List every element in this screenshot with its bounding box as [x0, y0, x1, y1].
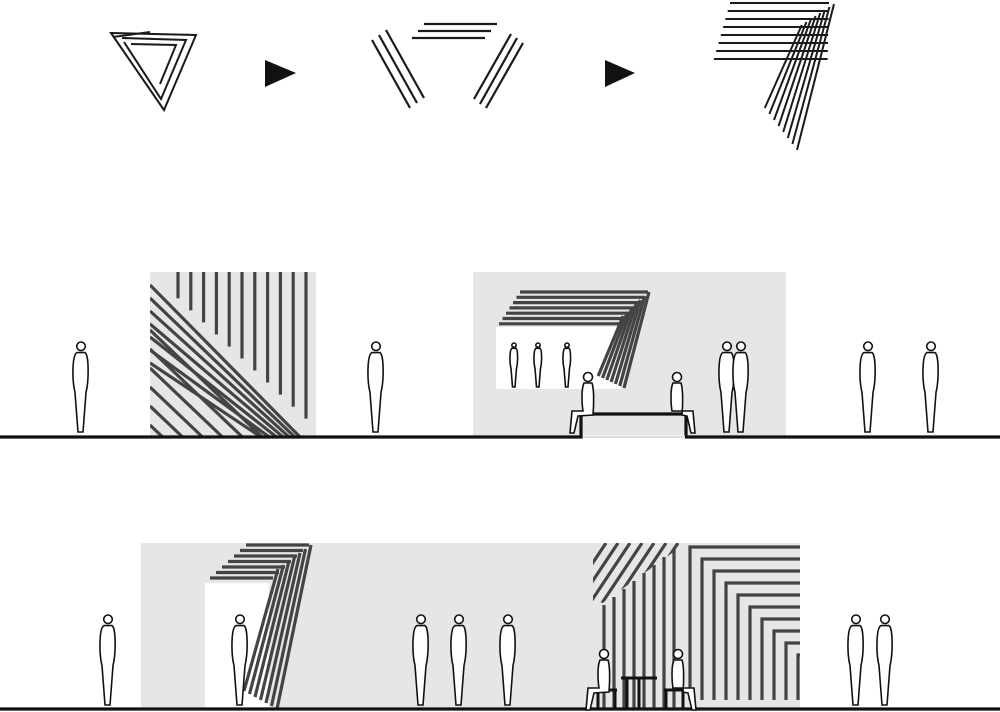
stripe — [150, 283, 302, 437]
panel-diagonal-stripes — [150, 272, 308, 437]
arrow-right-icon — [265, 60, 296, 87]
pavilion-wall-stripes — [596, 291, 651, 389]
person-figure — [859, 341, 876, 433]
stripe — [618, 295, 647, 387]
person-figure — [499, 614, 516, 706]
stripe — [150, 335, 291, 437]
person-figure — [367, 341, 384, 433]
concept-stage-extruded — [713, 2, 835, 151]
corner-stripe — [736, 593, 800, 700]
stripe — [791, 6, 831, 145]
stool-right — [664, 688, 685, 709]
corner-stripe — [700, 557, 800, 700]
stripe — [782, 12, 822, 133]
elevation-2 — [0, 543, 1000, 711]
person-figure — [509, 342, 519, 388]
stripe — [622, 291, 651, 389]
person-figure — [922, 341, 939, 433]
bench-platform — [0, 412, 1000, 439]
stripe — [763, 24, 803, 109]
corner-stripe — [784, 641, 800, 700]
stripe — [773, 18, 812, 121]
corner-stripe — [724, 581, 800, 700]
person-figure — [99, 614, 116, 706]
stripe — [593, 543, 608, 604]
stripe — [242, 568, 280, 692]
stripe — [609, 303, 638, 383]
stripe — [269, 548, 308, 707]
stripe — [247, 564, 286, 695]
stripe — [150, 423, 164, 437]
stripe — [605, 307, 634, 381]
person-figure — [72, 341, 89, 433]
person-figure — [533, 342, 543, 388]
arrow-right-icon — [605, 60, 635, 87]
stripe — [786, 9, 826, 139]
seated-person-figure — [670, 371, 696, 434]
stripe — [777, 15, 817, 127]
stripe — [150, 347, 244, 437]
stripe — [150, 296, 299, 437]
seated-person-figure — [569, 371, 595, 434]
stripe — [150, 328, 264, 437]
stripe — [596, 315, 625, 377]
stripe — [275, 544, 313, 710]
person-figure — [718, 341, 735, 433]
stripe — [796, 3, 835, 151]
doorway-wall-stripes — [242, 544, 313, 710]
corner-stripe — [712, 569, 800, 700]
concept-stage-triangle — [109, 31, 198, 113]
seated-person-figure — [585, 648, 611, 711]
stripe — [150, 361, 286, 437]
cafe-table — [621, 676, 657, 709]
stripe — [593, 543, 620, 604]
pavilion-roof-stripes — [499, 290, 648, 326]
stripe — [253, 560, 291, 698]
corner-stripe — [796, 653, 800, 700]
feature-wall-corners — [688, 545, 800, 700]
stripe — [601, 311, 629, 379]
stripe — [264, 552, 302, 704]
stripe — [150, 404, 184, 437]
person-figure — [876, 614, 893, 706]
stripe — [768, 21, 808, 115]
corner-stripe — [760, 617, 800, 700]
stripe — [150, 348, 288, 437]
stripe — [258, 556, 297, 701]
stripe — [150, 322, 294, 437]
corner-stripe — [748, 605, 800, 700]
doorway-roof-stripes — [210, 543, 309, 580]
person-figure — [412, 614, 429, 706]
seated-person-figure — [671, 648, 697, 711]
stripe — [613, 299, 642, 385]
person-figure — [732, 341, 749, 433]
elevation-1 — [0, 272, 1000, 439]
corner-stripe — [772, 629, 800, 700]
person-figure — [450, 614, 467, 706]
stripe — [600, 543, 644, 604]
stripe — [150, 366, 224, 437]
stripe — [150, 309, 296, 437]
person-figure — [562, 342, 572, 388]
stripe — [150, 385, 204, 437]
concept-stage-split — [371, 22, 524, 109]
corner-stripe — [688, 545, 800, 700]
stripe — [593, 543, 632, 604]
people-figures — [72, 341, 939, 711]
person-figure — [231, 614, 248, 706]
person-figure — [847, 614, 864, 706]
